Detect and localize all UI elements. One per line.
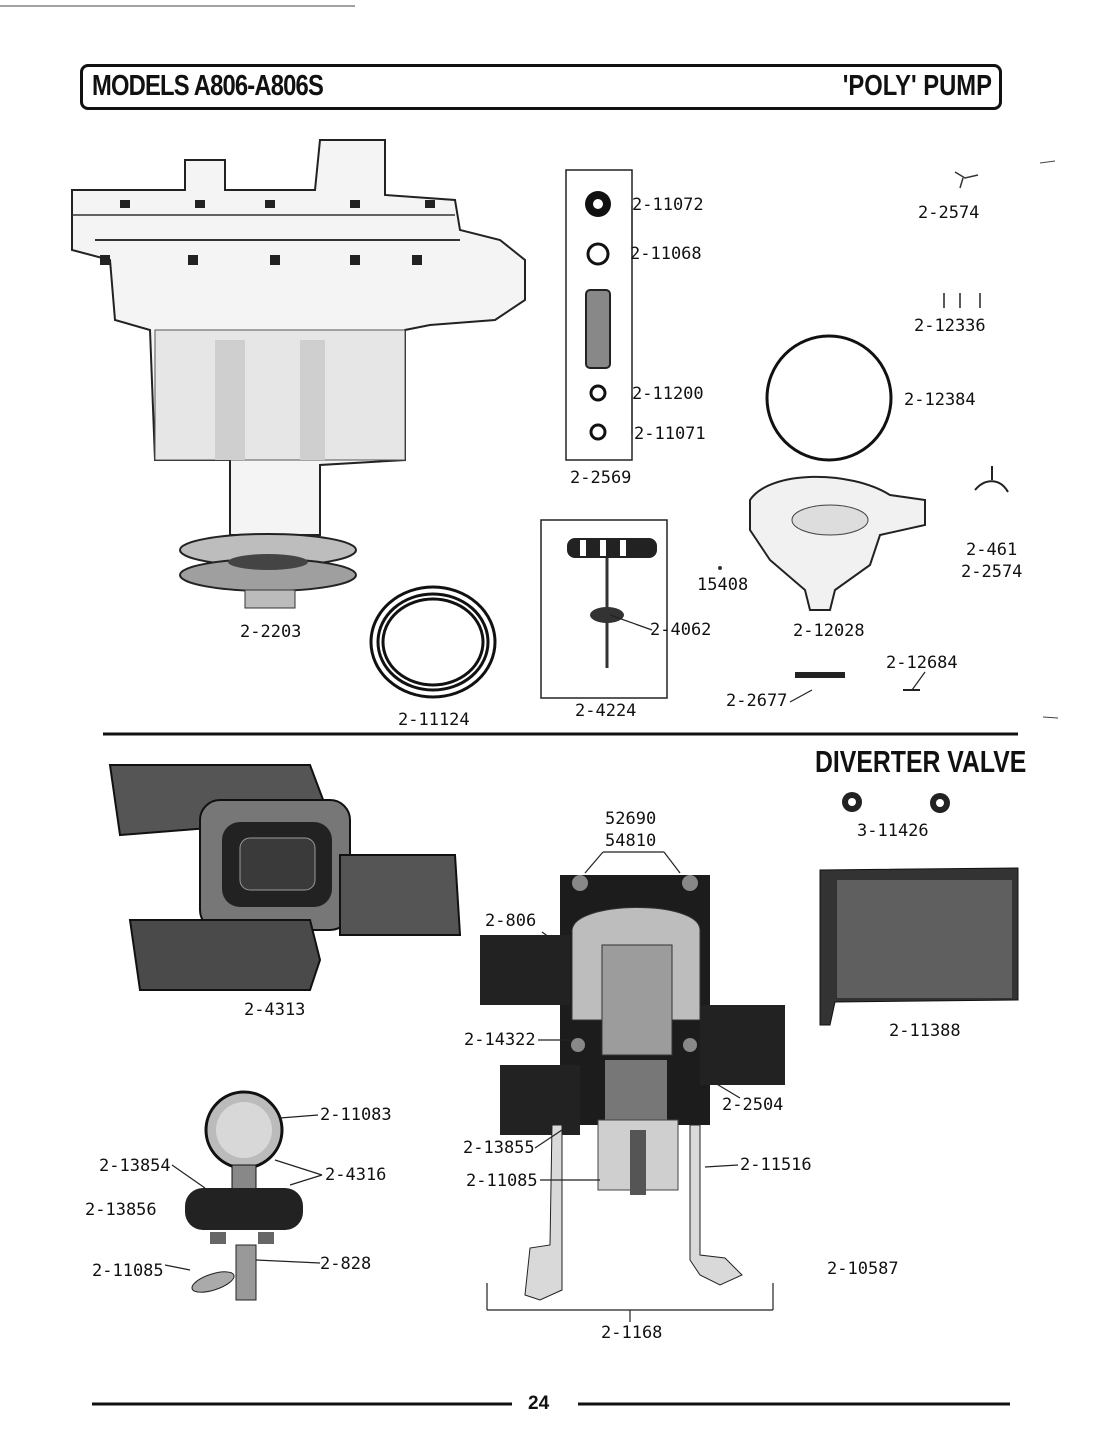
o-ring-2-12384-drawing — [765, 334, 893, 462]
part-label: 15408 — [697, 575, 749, 595]
part-label: 2-461 — [966, 540, 1018, 560]
part-label: 2-2574 — [961, 562, 1023, 582]
part-2-2677-drawing — [795, 672, 845, 678]
gauge-assembly-drawing — [185, 1090, 303, 1301]
seal-kit-drawing — [565, 169, 633, 461]
part-label: 2-11516 — [740, 1155, 812, 1175]
leader-lines-bottom — [164, 851, 774, 1322]
screw-2-2574-drawing — [954, 171, 979, 189]
part-label: 2-13856 — [85, 1200, 157, 1220]
part-15408-drawing — [718, 566, 722, 570]
pump-housing-drawing — [71, 139, 526, 609]
part-label: 2-11200 — [632, 384, 704, 404]
part-label: 2-2203 — [240, 622, 302, 642]
part-label: 2-13854 — [99, 1156, 171, 1176]
part-label: 2-4224 — [575, 701, 637, 721]
part-label: 2-12336 — [914, 316, 986, 336]
header-frame — [80, 64, 1002, 110]
part-label: 2-11068 — [630, 244, 702, 264]
part-label: 52690 — [605, 809, 657, 829]
part-label: 2-11388 — [889, 1021, 961, 1041]
part-label: 2-11072 — [632, 195, 704, 215]
part-label: 2-2677 — [726, 691, 788, 711]
part-label: 2-4062 — [650, 620, 712, 640]
part-label: 2-11083 — [320, 1105, 392, 1125]
part-label: 2-2569 — [570, 468, 632, 488]
clamp-2-461-drawing — [974, 466, 1009, 493]
part-label: 2-10587 — [827, 1259, 899, 1279]
belt-drawing — [369, 585, 497, 699]
leader-lines-top — [609, 206, 926, 703]
part-label: 2-12028 — [793, 621, 865, 641]
part-label: 2-806 — [485, 911, 537, 931]
part-label: 2-4316 — [325, 1165, 387, 1185]
part-label: 2-12384 — [904, 390, 976, 410]
pump-cover-drawing — [749, 475, 926, 611]
bracket-drawing — [819, 867, 1019, 1026]
part-label: 2-11071 — [634, 424, 706, 444]
impeller-kit-drawing — [540, 519, 668, 699]
part-label: 2-11124 — [398, 710, 470, 730]
section-title-poly-pump: 'POLY' PUMP — [842, 70, 992, 102]
nuts-drawing — [842, 792, 950, 813]
part-label: 2-1168 — [601, 1323, 663, 1343]
part-label: 2-2574 — [918, 203, 980, 223]
diverter-valve-title: DIVERTER VALVE — [815, 744, 1027, 779]
page-number: 24 — [528, 1393, 550, 1414]
models-title: MODELS A806-A806S — [92, 70, 324, 102]
solenoid-assembly-drawing — [480, 875, 785, 1301]
part-label: 2-12684 — [886, 653, 958, 673]
part-label: 2-828 — [320, 1254, 372, 1274]
part-label: 2-11085 — [466, 1171, 538, 1191]
part-label: 2-4313 — [244, 1000, 306, 1020]
part-label: 2-2504 — [722, 1095, 784, 1115]
part-label: 3-11426 — [857, 821, 929, 841]
part-label: 2-11085 — [92, 1261, 164, 1281]
part-label: 54810 — [605, 831, 657, 851]
screws-2-12336-drawing — [943, 293, 981, 308]
part-label: 2-14322 — [464, 1030, 536, 1050]
part-label: 2-13855 — [463, 1138, 535, 1158]
diverter-body-drawing — [108, 764, 462, 991]
